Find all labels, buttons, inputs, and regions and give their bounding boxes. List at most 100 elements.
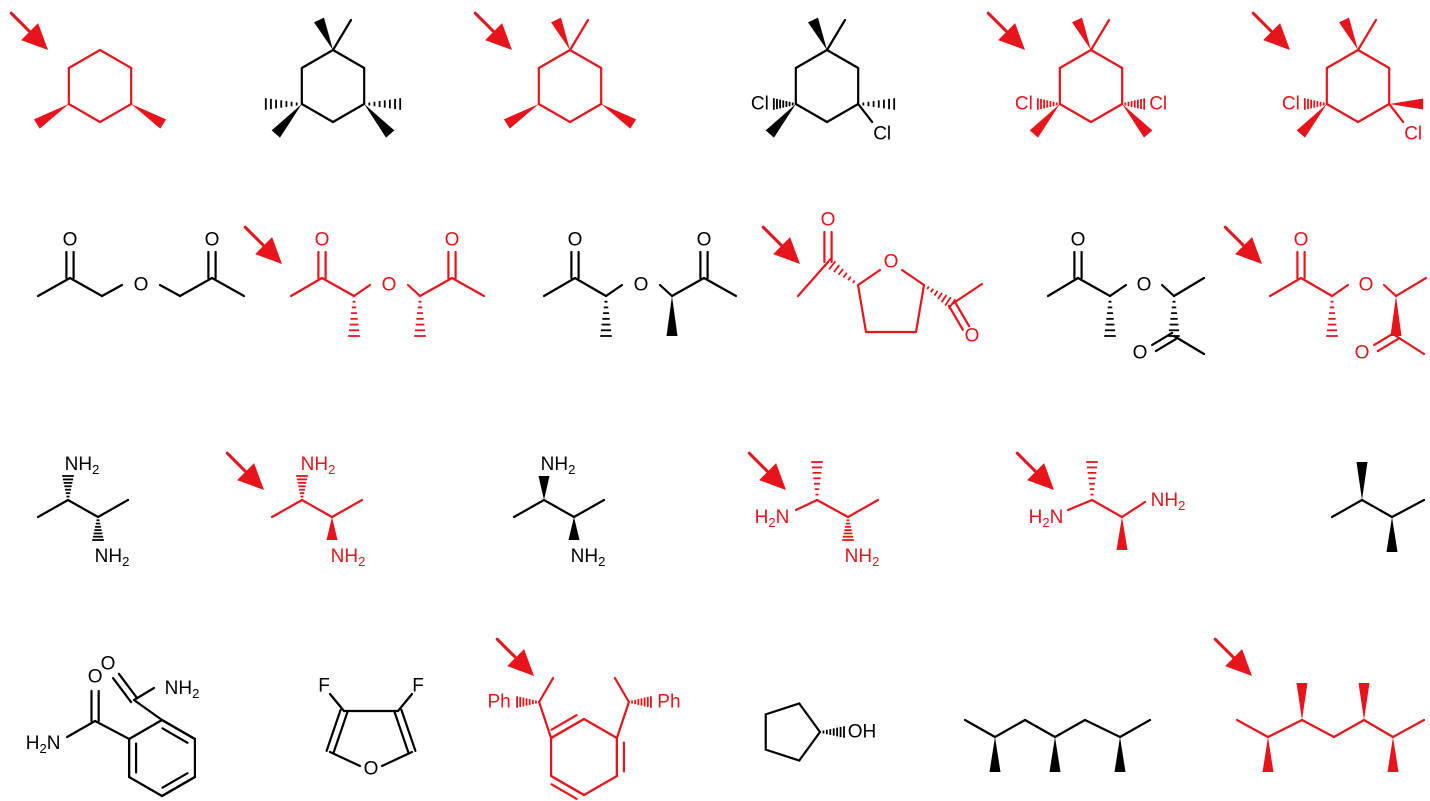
bond [846,498,880,519]
atom-label: NH2 [1151,490,1186,513]
bond [856,268,882,287]
atom-label: F [412,676,424,697]
bond [67,48,102,70]
hash-bond [92,519,104,541]
bond [98,48,133,70]
bond [300,102,335,124]
hash-bond [348,300,360,337]
atom-label: O [634,275,649,296]
bond [604,283,624,298]
bond [572,498,606,519]
bond [537,48,572,70]
wedge-bond [33,104,69,129]
arrow-head [773,237,800,264]
pointer-arrow [1015,451,1038,474]
bond [332,711,349,755]
arrow-head [21,23,48,50]
wedge-bond [1262,737,1274,772]
atom-label: H2N [1029,507,1064,530]
bond [300,48,335,70]
atom-label: NH2 [95,546,130,569]
bond [568,102,603,124]
bond [549,717,586,740]
atom-label: O [1294,230,1309,251]
atom-label: NH2 [845,546,880,569]
pointer-arrow [1213,637,1236,660]
bond [1356,102,1391,124]
bond [98,102,133,124]
hash-bond [62,475,74,498]
wedge-bond [765,104,796,138]
arrow-head [485,23,512,50]
bond [66,498,100,519]
bond [825,48,860,70]
hash-bond [811,461,823,496]
bond [161,727,189,744]
wedge-bond [1386,517,1398,552]
hash-bond [1036,98,1058,110]
bond [132,686,156,702]
pointer-arrow [243,225,266,248]
hash-bond [1303,98,1325,110]
bond [418,276,454,298]
bond [210,276,246,298]
bond [550,714,578,731]
bond [331,102,366,124]
bond [582,774,619,797]
bond [36,498,70,519]
atom-label: NH2 [571,546,606,569]
bond [900,268,926,287]
bond [1090,498,1124,519]
bond [542,276,577,298]
bond [67,102,102,124]
wedge-bond [1339,17,1358,50]
atom-label: O [88,667,103,688]
bond [794,498,819,512]
bond [1299,276,1334,298]
bond [100,283,124,298]
hash-bond [926,285,957,310]
bond [1356,18,1378,52]
arrow-head [1225,649,1252,676]
bond [160,718,197,741]
pointer-arrow [9,11,32,34]
bond [1360,498,1394,519]
wedge-bond [271,104,302,138]
bond [127,775,164,798]
bond [1394,276,1428,298]
hash-bond [1168,300,1180,337]
bond [450,276,486,298]
atom-label: O [134,275,149,296]
atom-label: O [315,230,330,251]
atom-label: Ph [487,692,510,713]
bond [1089,102,1124,124]
bond [300,498,334,519]
bond [68,276,104,298]
wedge-bond [314,17,333,50]
bond [1076,276,1112,298]
bond [1083,718,1122,739]
molecule-m18 [1330,462,1426,552]
bond [815,498,850,519]
bond [1325,102,1360,124]
wedge-bond [1072,17,1091,50]
bond [1120,500,1147,519]
atom-label: NH2 [301,454,336,477]
bond [320,276,356,298]
wedge-bond [989,737,1001,772]
bond [1356,48,1391,70]
hash-bond [772,98,794,110]
bond [1053,718,1087,739]
hash-bond [296,475,308,498]
bond [328,750,362,768]
bond [568,18,590,52]
bond [550,783,578,800]
atom-label: O [821,210,836,231]
molecule-m17: H2N NH2 [1015,451,1186,550]
arrow-head [1263,23,1290,50]
wedge-bond [1029,104,1060,138]
bond [963,718,997,739]
